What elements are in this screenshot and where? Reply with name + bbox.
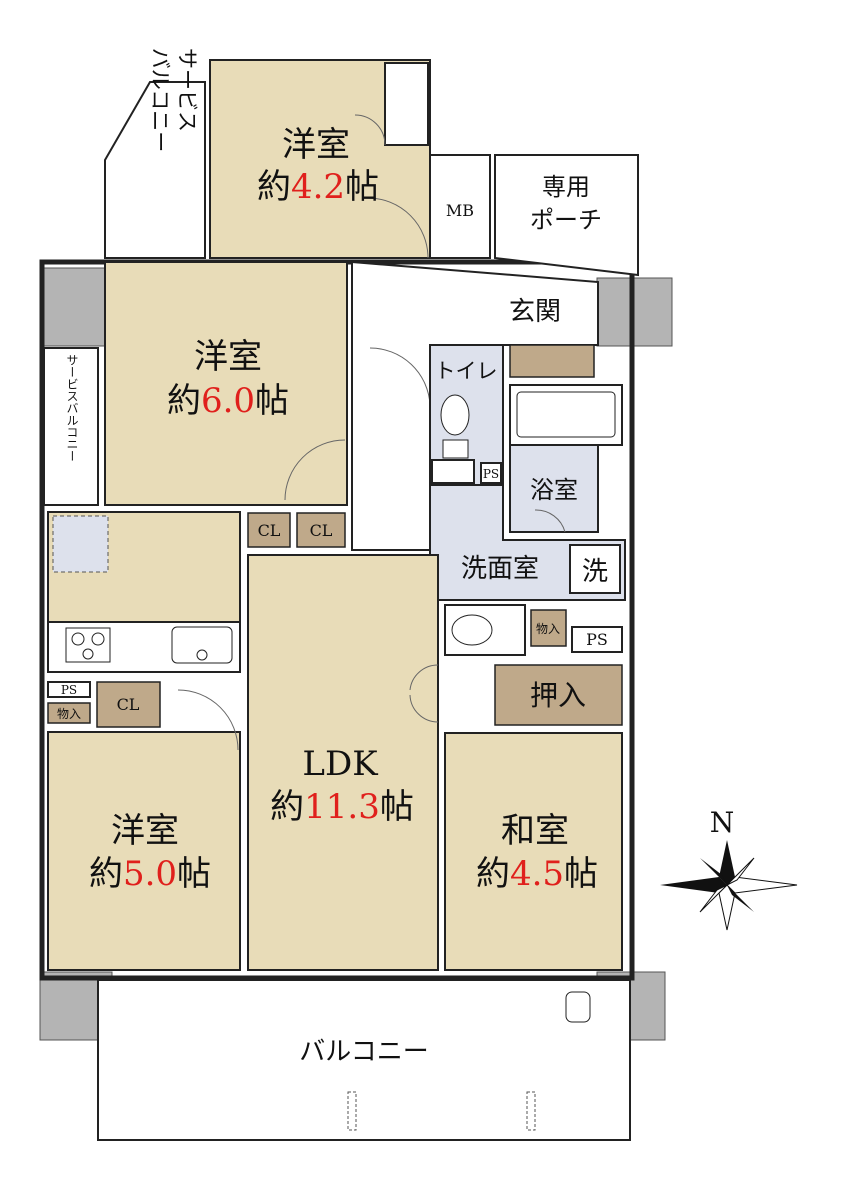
toilet-counter (431, 459, 475, 484)
porch-label-2: ポーチ (530, 206, 602, 234)
service-balcony-label-2: バルコニー (148, 48, 172, 153)
room-area: 約5.0帖 (89, 854, 211, 894)
room-name: 洋室 (111, 811, 179, 851)
door-swing (177, 689, 239, 751)
storage-label: 物入 (57, 707, 81, 721)
door-swing (354, 114, 386, 146)
washroom-label: 洗面室 (461, 554, 539, 584)
sink-icon (451, 614, 493, 646)
service-balcony-left-label: サービスバルコニー (65, 354, 79, 462)
balcony-label: バルコニー (299, 1037, 428, 1067)
room-name: 洋室 (282, 125, 350, 165)
door-swing (534, 509, 566, 533)
door-swing (409, 664, 439, 691)
balcony-partition (347, 1091, 357, 1131)
service-balcony-label-1: サービス (175, 48, 199, 132)
drain-icon (196, 649, 208, 661)
ps-label: PS (483, 467, 499, 481)
closet-cl (296, 512, 346, 548)
service-balcony-left (43, 347, 99, 506)
porch-label-1: 専用 (542, 173, 590, 201)
storage-wash (530, 609, 567, 647)
burner-icon (71, 632, 85, 646)
toilet-icon (440, 394, 470, 436)
pipe-space (480, 462, 502, 484)
room-western-5-0 (47, 731, 241, 971)
room-western-6-0 (104, 261, 348, 506)
bathtub-icon (516, 391, 616, 438)
balcony-partition (526, 1091, 536, 1131)
room-area: 約4.2帖 (257, 167, 379, 207)
storage-kitchen (47, 702, 91, 724)
oshiire-closet (494, 664, 623, 726)
door-swing (284, 439, 346, 501)
oshiire-label: 押入 (530, 679, 586, 712)
balcony (97, 979, 631, 1141)
room-name: LDK (302, 744, 378, 784)
service-balcony-top (104, 81, 206, 259)
room-ldk (247, 554, 439, 971)
kitchen-sink-icon (171, 626, 233, 664)
door-swing (369, 347, 431, 406)
cl-label: CL (258, 521, 281, 540)
room-area: 約4.5帖 (476, 854, 598, 894)
room-name: 和室 (501, 811, 569, 851)
cl-label: CL (310, 521, 333, 540)
entrance-label: 玄関 (509, 297, 561, 327)
mb-label: MB (446, 201, 474, 220)
faucet-icon (565, 991, 591, 1023)
ps-label: PS (61, 683, 77, 697)
fridge-space (52, 515, 109, 573)
bathroom-label: 浴室 (530, 476, 578, 504)
stove-icon (65, 627, 111, 663)
closet-cl (96, 681, 161, 728)
toilet-label: トイレ (435, 359, 498, 383)
ps-label: PS (586, 630, 608, 649)
burner-icon (91, 632, 105, 646)
meter-box (429, 154, 491, 259)
pipe-space (47, 681, 91, 698)
washing-machine-space (569, 544, 621, 594)
bathroom (509, 444, 599, 533)
closet-cl (247, 512, 291, 548)
closet (384, 62, 429, 146)
wall-pillar (39, 267, 106, 347)
washer-label: 洗 (582, 557, 608, 587)
door-swing (409, 694, 439, 723)
room-area: 約6.0帖 (167, 381, 289, 421)
cl-label: CL (117, 695, 140, 714)
toilet-tank (442, 439, 469, 459)
north-label: N (710, 806, 735, 839)
shoe-cabinet (509, 344, 595, 378)
room-japanese-4-5 (444, 732, 623, 971)
storage-label: 物入 (536, 622, 560, 636)
room-name: 洋室 (194, 337, 262, 377)
pipe-space (571, 626, 623, 653)
private-porch (494, 154, 639, 277)
room-area: 約11.3帖 (270, 787, 414, 827)
door-swing (367, 197, 429, 259)
compass-icon: N (660, 806, 798, 931)
burner-icon (82, 648, 94, 660)
